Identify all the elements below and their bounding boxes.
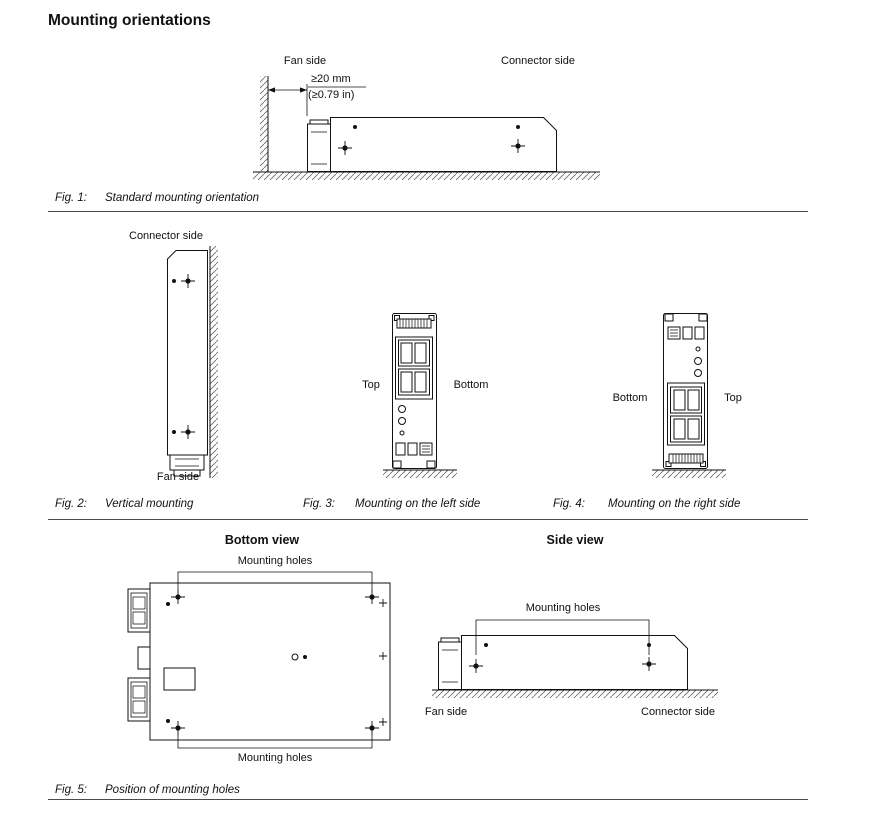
section-divider [48,519,808,520]
clearance-dimension [268,84,366,116]
connector-detail [130,592,148,629]
fan-box [169,454,205,471]
fig3-bottom-label: Bottom [453,379,489,391]
screw-dot [172,279,176,283]
device-front-view [392,313,437,469]
wall-hatching [210,246,218,478]
inner-cutout [163,667,196,691]
fig3-number: Fig. 3: [303,498,335,510]
floor-hatching [383,470,457,478]
fig1-drawing [253,76,600,180]
fig1-clearance-in-label: (≥0.79 in) [308,89,355,101]
side-holes-leader [475,619,650,655]
left-connector-block [127,677,151,722]
floor-hatching [652,470,726,478]
fig2-connector-side-label: Connector side [129,230,203,242]
fig2-drawing [167,246,218,478]
fig2-caption: Vertical mounting [105,498,194,510]
fig1-number: Fig. 1: [55,192,87,204]
fig5-connector-side-label: Connector side [641,706,715,718]
device-side-view [308,118,557,172]
left-tab [137,646,151,670]
connector-detail [130,681,148,718]
fig4-top-label: Top [724,392,742,404]
wall-hatching [260,76,268,172]
fig4-drawing [652,313,726,478]
fig3-caption: Mounting on the left side [355,498,481,510]
fan-base [173,469,201,477]
fig2-number: Fig. 2: [55,498,87,510]
device-bottom-outline [149,582,391,741]
fig2-fan-side-label: Fan side [156,471,200,483]
screw-dot [172,430,176,434]
floor-hatching [432,690,718,698]
fig5-fan-side-label: Fan side [424,706,468,718]
screw-dot [166,719,170,723]
fig5-mounting-holes-side-label: Mounting holes [525,602,601,614]
fig4-number: Fig. 4: [553,498,585,510]
fig5-bottom-view-drawing [127,571,391,749]
center-hole [291,653,299,661]
screw-dot [166,602,170,606]
fig3-top-label: Top [362,379,380,391]
device-front-view-rotated [663,313,708,469]
center-hole [303,655,307,659]
fig1-fan-side-label: Fan side [283,55,327,67]
fig5-mounting-holes-bottom-label: Mounting holes [237,752,313,764]
page-title: Mounting orientations [48,12,211,29]
left-connector-block [127,588,151,633]
fig4-caption: Mounting on the right side [608,498,741,510]
fig4-bottom-label: Bottom [612,392,648,404]
fan-grille [175,458,199,467]
fig1-connector-side-label: Connector side [501,55,575,67]
fig5-mounting-holes-top-label: Mounting holes [237,555,313,567]
floor-hatching [253,172,600,180]
fig1-clearance-mm-label: ≥20 mm [311,73,351,85]
fig5-bottom-view-heading: Bottom view [224,533,300,547]
fig5-side-view-heading: Side view [546,533,604,547]
fig3-drawing [383,313,457,478]
bottom-holes-leader [177,734,373,749]
device-body [167,250,208,456]
fig5-side-view-drawing [432,619,718,698]
fig5-caption: Position of mounting holes [105,784,240,796]
fig1-caption: Standard mounting orientation [105,192,260,204]
connector-detail [132,596,146,625]
connector-detail [132,685,146,714]
section-divider [48,211,808,212]
top-holes-leader [177,571,373,591]
section-divider [48,799,808,800]
fig5-number: Fig. 5: [55,784,87,796]
